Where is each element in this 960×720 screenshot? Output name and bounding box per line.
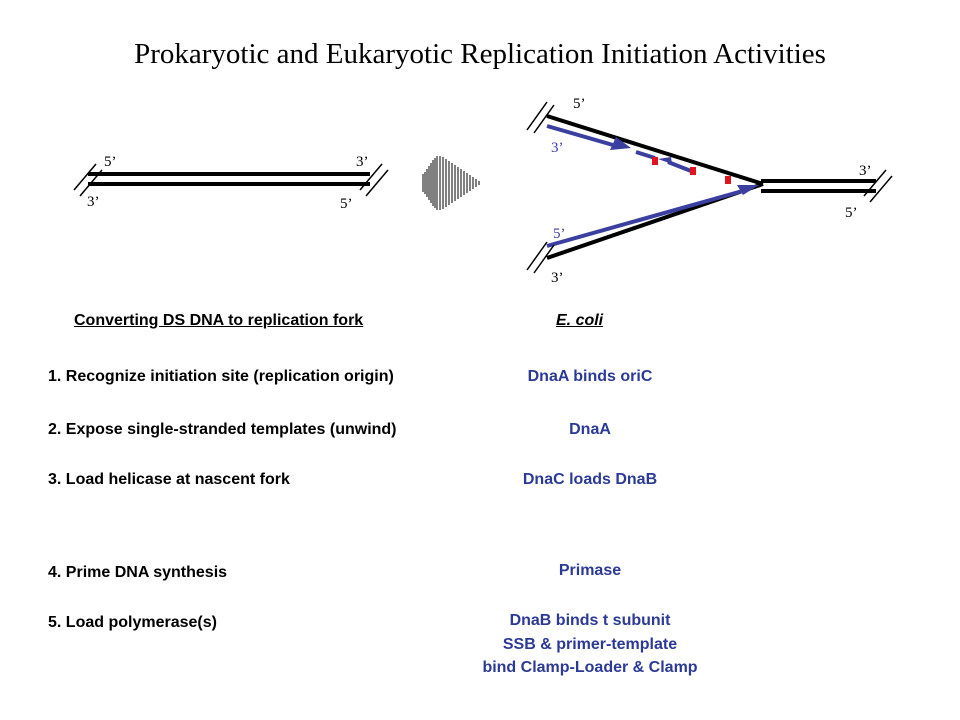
step-3-ecoli: DnaC loads DnaB bbox=[522, 471, 658, 488]
fork-label-top-outer: 5’ bbox=[573, 96, 586, 112]
header-converting: Converting DS DNA to replication fork bbox=[74, 312, 364, 329]
fork-label-right-bottom: 5’ bbox=[845, 205, 858, 221]
fork-label-top-inner: 3’ bbox=[551, 140, 564, 156]
lagging-strand-connector bbox=[635, 150, 656, 160]
ds-label-bottom-left: 3’ bbox=[87, 194, 100, 210]
lagging-strand-okazaki-fragment bbox=[546, 124, 614, 147]
step-5-ecoli-line-2: SSB & primer-template bbox=[502, 636, 678, 653]
fork-top-parent-strand bbox=[546, 114, 764, 186]
break-mark-left-1 bbox=[73, 163, 97, 191]
lagging-arrowhead-2 bbox=[658, 157, 672, 164]
step-1-label: 1. Recognize initiation site (replicatio… bbox=[48, 368, 394, 385]
fork-label-bottom-inner: 5’ bbox=[553, 226, 566, 242]
step-5-label: 5. Load polymerase(s) bbox=[48, 614, 217, 631]
leading-arrowhead bbox=[737, 185, 759, 195]
step-2-label: 2. Expose single-stranded templates (unw… bbox=[48, 421, 397, 438]
primer-2 bbox=[690, 167, 696, 175]
break-mark-fork-bottom-2 bbox=[533, 244, 555, 274]
break-mark-fork-right-1 bbox=[863, 169, 887, 197]
ds-label-bottom-right: 5’ bbox=[340, 196, 353, 212]
ds-label-top-right: 3’ bbox=[356, 154, 369, 170]
transition-arrow bbox=[422, 156, 480, 210]
break-mark-fork-right-2 bbox=[869, 175, 893, 203]
fork-label-right-top: 3’ bbox=[859, 163, 872, 179]
primer-1 bbox=[652, 157, 658, 165]
primer-3 bbox=[725, 176, 731, 184]
header-ecoli: E. coli bbox=[556, 312, 604, 329]
step-5-ecoli-line-1: DnaB binds t subunit bbox=[509, 612, 671, 629]
step-4-ecoli: Primase bbox=[558, 562, 622, 579]
break-mark-fork-top-1 bbox=[526, 101, 548, 131]
break-mark-fork-top-2 bbox=[533, 104, 555, 134]
step-1-ecoli: DnaA binds oriC bbox=[527, 368, 653, 385]
break-mark-fork-bottom-1 bbox=[526, 241, 548, 271]
page-title: Prokaryotic and Eukaryotic Replication I… bbox=[134, 38, 826, 70]
replication-fork: 5’ 3’ 5’ 3’ 3’ 5’ bbox=[526, 96, 893, 286]
ds-dna: 5’ 3’ 3’ 5’ bbox=[73, 154, 389, 212]
step-4-label: 4. Prime DNA synthesis bbox=[48, 564, 228, 581]
ds-label-top-left: 5’ bbox=[104, 154, 117, 170]
break-mark-left-2 bbox=[79, 169, 103, 197]
step-5-ecoli-line-3: bind Clamp-Loader & Clamp bbox=[482, 659, 698, 676]
break-mark-right-2 bbox=[365, 169, 389, 197]
leading-strand bbox=[546, 188, 747, 248]
break-mark-right-1 bbox=[359, 163, 383, 191]
lagging-arrowhead-1 bbox=[610, 137, 631, 150]
step-3-label: 3. Load helicase at nascent fork bbox=[48, 471, 290, 488]
step-2-ecoli: DnaA bbox=[569, 421, 611, 438]
fork-label-bottom-outer: 3’ bbox=[551, 270, 564, 286]
